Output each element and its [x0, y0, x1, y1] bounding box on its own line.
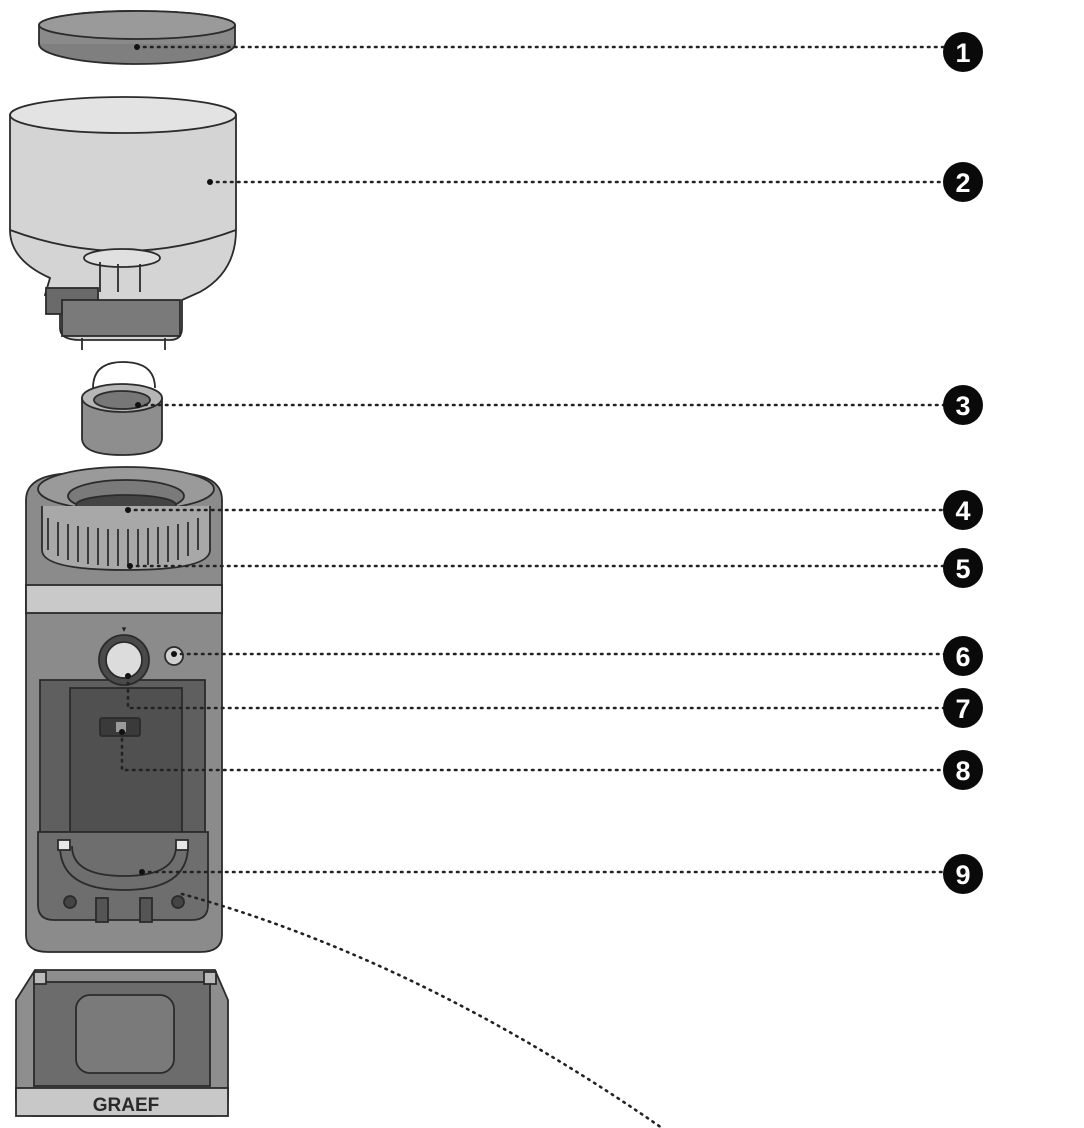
rotary-knob: ▾	[98, 624, 150, 686]
badge-3: 3	[943, 385, 983, 425]
badge-2: 2	[943, 162, 983, 202]
svg-text:▾: ▾	[122, 624, 127, 634]
badge-5: 5	[943, 548, 983, 588]
grind-adjustment-ring	[41, 506, 211, 571]
badge-1-number: 1	[955, 38, 970, 68]
badge-9-number: 9	[955, 860, 970, 890]
leader-lines	[119, 44, 947, 1128]
upper-burr-insert	[81, 361, 163, 456]
badge-8: 8	[943, 750, 983, 790]
badge-2-number: 2	[955, 168, 970, 198]
badge-4: 4	[943, 490, 983, 530]
badge-9: 9	[943, 854, 983, 894]
badge-6: 6	[943, 636, 983, 676]
badge-1: 1	[943, 32, 983, 72]
drip-tray: GRAEF	[15, 969, 229, 1117]
bean-hopper	[9, 96, 237, 350]
badge-8-number: 8	[955, 756, 970, 786]
badge-4-number: 4	[955, 496, 970, 526]
grinder-body	[25, 473, 223, 953]
switch	[99, 717, 141, 737]
portafilter-holder	[57, 839, 189, 891]
brand-label: GRAEF	[93, 1095, 160, 1116]
badge-7-number: 7	[955, 694, 970, 724]
badge-5-number: 5	[955, 554, 970, 584]
badge-7: 7	[943, 688, 983, 728]
badge-3-number: 3	[955, 391, 970, 421]
badge-6-number: 6	[955, 642, 970, 672]
lid	[38, 10, 236, 65]
